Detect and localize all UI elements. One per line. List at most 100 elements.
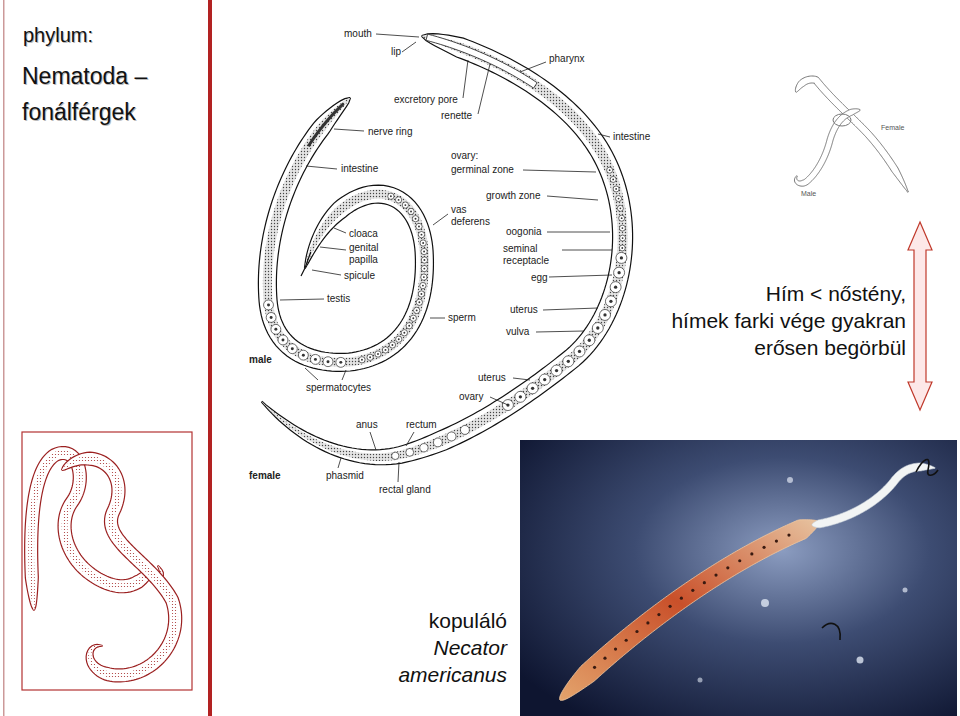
cell [447,432,456,441]
part-label: sperm [447,312,477,324]
cell-nucleus [339,361,342,364]
figure-frame [22,432,192,690]
cell [412,216,418,222]
cell [298,350,308,360]
debris [822,624,840,640]
cell [619,245,625,251]
cell [367,354,373,360]
part-label: lip [390,46,402,58]
cell-nucleus [555,369,558,372]
gut-spot [668,605,671,608]
cell-nucleus [416,309,418,311]
leader-line [370,432,376,450]
cell-nucleus [408,325,410,327]
cell-wall [266,313,276,323]
part-label: oogonia [505,226,543,238]
part-label: germinal zone [450,164,515,176]
gut-spot [646,621,649,624]
part-label: rectal gland [378,484,432,496]
gut-spot [726,566,729,569]
worm-sketch [25,447,182,682]
part-label: intestine [612,131,651,143]
cell [410,315,416,321]
cell [416,223,422,229]
cell [271,324,281,334]
photo-caption: kopuláló [366,607,508,634]
cell-nucleus [418,301,420,303]
cell [359,357,365,363]
cell [421,274,427,280]
cell [616,196,622,202]
worm-intestine [28,450,162,610]
cell [599,309,610,320]
worm-intestine [262,35,628,460]
cell [323,357,333,367]
part-label: pharynx [548,53,586,65]
cell-nucleus [543,378,546,381]
cell-wall [402,202,408,208]
cell-wall [551,365,562,376]
cell [620,235,626,241]
cell-nucleus [377,353,379,355]
leader-line [433,214,448,225]
gut-spot [614,648,617,651]
double-arrow [908,222,932,410]
leader-line [320,247,346,250]
cell-wall [410,315,416,321]
cell-nucleus [422,242,424,244]
photo-ground [520,440,957,716]
cell-nucleus [596,326,599,329]
pharynx-line [308,104,343,147]
mating-sketch [794,76,908,192]
cell [414,307,420,313]
cell-wall [421,257,427,263]
spicule-mark [301,252,311,276]
part-label: phasmid [325,470,365,482]
cell [563,356,574,367]
cell-wall [416,223,422,229]
cell-wall [392,452,399,459]
leader-line [376,34,419,37]
bubble [787,477,793,483]
cell-nucleus [302,354,305,357]
cell-wall [584,335,595,346]
photo-caption: Necator americanus [366,634,508,688]
cell-nucleus [314,358,317,361]
cell [592,323,603,334]
cell-nucleus [398,338,400,340]
cell [616,252,627,263]
leader-line [312,270,341,275]
cell [619,215,625,221]
worm-body [560,520,821,701]
worm-body [62,452,182,682]
leader-line [430,318,445,319]
cell-wall [396,336,402,342]
cell-nucleus [423,268,425,270]
cell-nucleus [291,347,294,350]
cell [406,448,414,456]
cell [421,248,427,254]
cell-wall [323,357,333,367]
part-label: ovary: [450,150,479,162]
note-text: Hím < nőstény, [643,280,907,307]
cell-wall [298,350,308,360]
part-label: uterus [509,304,539,316]
worm-body [795,76,908,192]
cell-nucleus [404,204,406,206]
cell [287,344,297,354]
gut-spot [787,533,790,536]
cell [389,342,395,348]
cell [408,208,414,214]
gut-spot [593,666,596,669]
cell-nucleus [391,344,393,346]
cell-wall [599,309,610,320]
cell-nucleus [531,387,534,390]
worm-body [794,109,860,186]
cell-nucleus [398,199,400,201]
cell-wall [617,205,623,211]
cell-nucleus [422,285,424,287]
cell-wall [539,374,550,385]
cell-wall [336,357,346,367]
cell [416,299,422,305]
